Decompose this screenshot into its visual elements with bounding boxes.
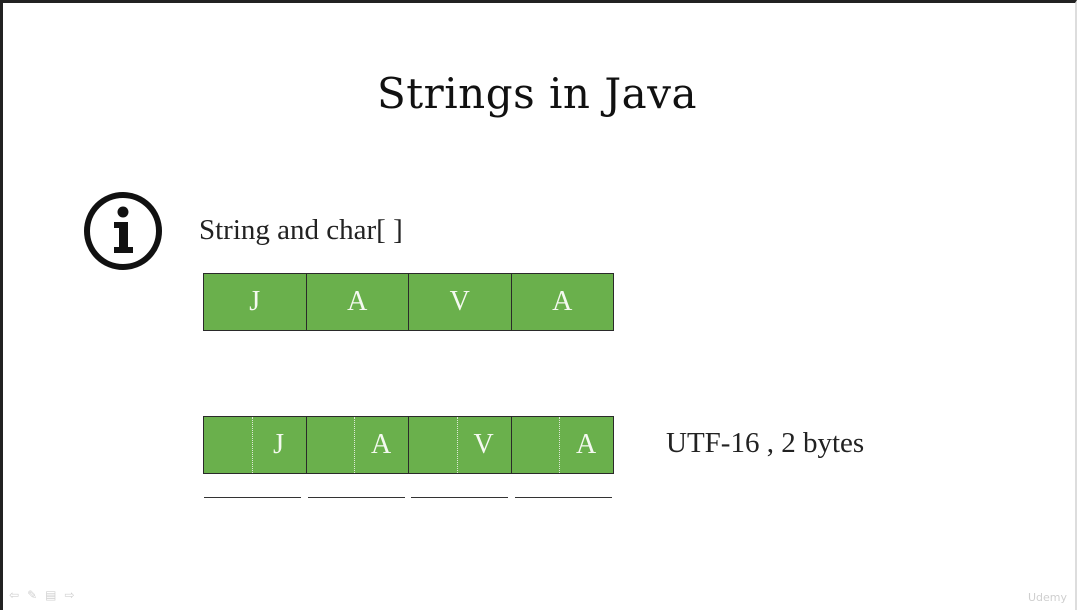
utf16-row: J A V A — [203, 416, 614, 474]
char-array-row: J A V A — [203, 273, 614, 331]
info-icon — [84, 192, 162, 270]
utf16-char: J — [273, 429, 285, 460]
menu-icon[interactable]: ▤ — [45, 588, 57, 602]
char-cell: A — [511, 274, 613, 330]
utf16-cell: V — [409, 417, 512, 473]
utf16-cell: A — [306, 417, 409, 473]
utf16-char: A — [370, 429, 392, 460]
player-controls: ⇦ ✎ ▤ ⇨ — [9, 588, 75, 602]
byte-divider — [456, 417, 458, 473]
pen-icon[interactable]: ✎ — [27, 588, 38, 602]
byte-divider — [354, 417, 356, 473]
byte-divider — [251, 417, 253, 473]
utf16-char: A — [575, 429, 597, 460]
char-cell: A — [306, 274, 409, 330]
utf16-label: UTF-16 , 2 bytes — [666, 427, 865, 459]
udemy-watermark: Udemy — [1027, 591, 1067, 604]
underline — [411, 497, 509, 498]
slide-title: Strings in Java — [377, 69, 697, 118]
utf16-char: V — [473, 429, 494, 460]
utf16-cell: J — [204, 417, 307, 473]
underline — [204, 497, 301, 498]
char-cell: V — [409, 274, 512, 330]
underline — [514, 497, 612, 498]
subtitle: String and char[ ] — [199, 214, 403, 246]
char-cell: J — [204, 274, 307, 330]
next-slide-icon[interactable]: ⇨ — [64, 588, 75, 602]
utf16-cell: A — [511, 417, 613, 473]
byte-underlines — [204, 497, 612, 499]
byte-divider — [559, 417, 561, 473]
underline — [307, 497, 405, 498]
prev-slide-icon[interactable]: ⇦ — [9, 588, 20, 602]
